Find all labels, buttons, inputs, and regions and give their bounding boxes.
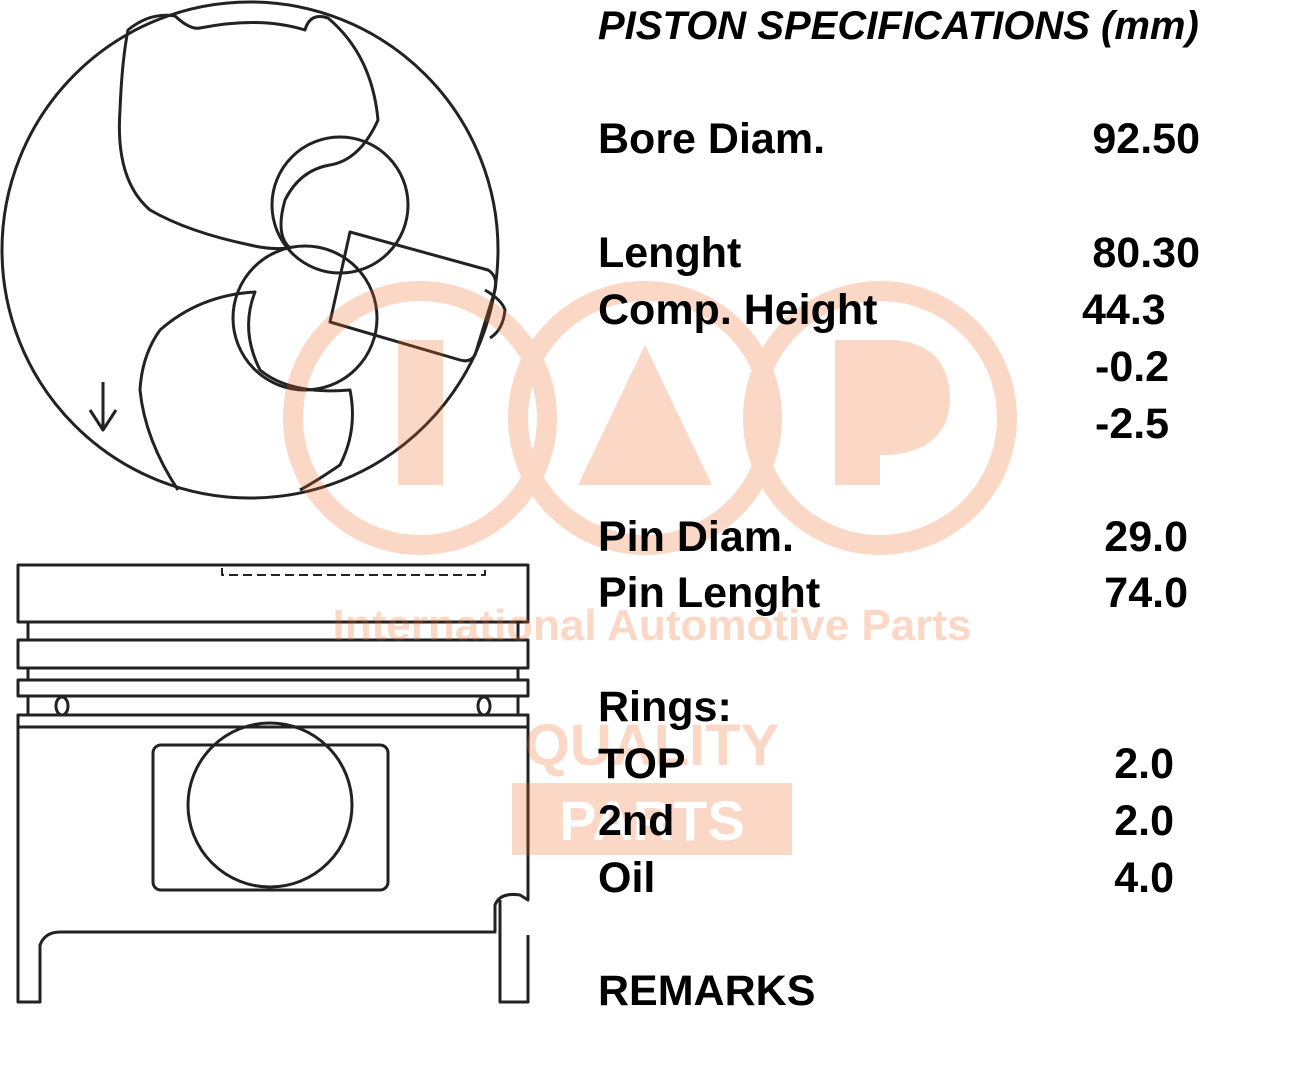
watermark-brand-text: International Automotive Parts <box>333 601 972 650</box>
watermark-letter-i <box>398 340 443 485</box>
watermark-letter-a <box>578 345 712 485</box>
length-label: Lenght <box>598 229 742 277</box>
watermark-quality-text: QUALITY <box>525 713 780 778</box>
watermark-parts-text: PARTS <box>559 789 745 852</box>
comp-height-tolerance-1: -0.2 <box>1095 343 1170 391</box>
watermark-ring-right <box>743 281 1017 555</box>
piston-side-view <box>16 563 530 1004</box>
comp-height-value: 44.3 <box>1082 286 1166 334</box>
remarks-label: REMARKS <box>598 967 816 1015</box>
comp-height-tolerance-2: -2.5 <box>1095 400 1170 448</box>
ring-second-label: 2nd <box>598 797 675 845</box>
ring-oil-value: 4.0 <box>1114 854 1174 902</box>
length-value: 80.30 <box>1092 229 1200 277</box>
ring-second-value: 2.0 <box>1114 797 1174 845</box>
ring-top-label: TOP <box>598 740 686 788</box>
ring-oil-label: Oil <box>598 854 656 902</box>
bore-value: 92.50 <box>1092 115 1200 163</box>
bore-label: Bore Diam. <box>598 115 826 163</box>
watermark-parts-box <box>512 783 792 855</box>
spec-title: PISTON SPECIFICATIONS (mm) <box>598 4 1199 48</box>
pin-diam-value: 29.0 <box>1104 513 1188 561</box>
watermark-ring-center <box>508 281 782 555</box>
rings-label: Rings: <box>598 683 732 731</box>
watermark-ring-left <box>283 281 557 555</box>
ring-top-value: 2.0 <box>1114 740 1174 788</box>
watermark-letter-p <box>835 340 950 485</box>
pin-length-value: 74.0 <box>1104 569 1188 617</box>
pin-diam-label: Pin Diam. <box>598 513 794 561</box>
piston-top-view <box>0 0 507 500</box>
comp-height-label: Comp. Height <box>598 286 878 334</box>
pin-length-label: Pin Lenght <box>598 569 821 617</box>
